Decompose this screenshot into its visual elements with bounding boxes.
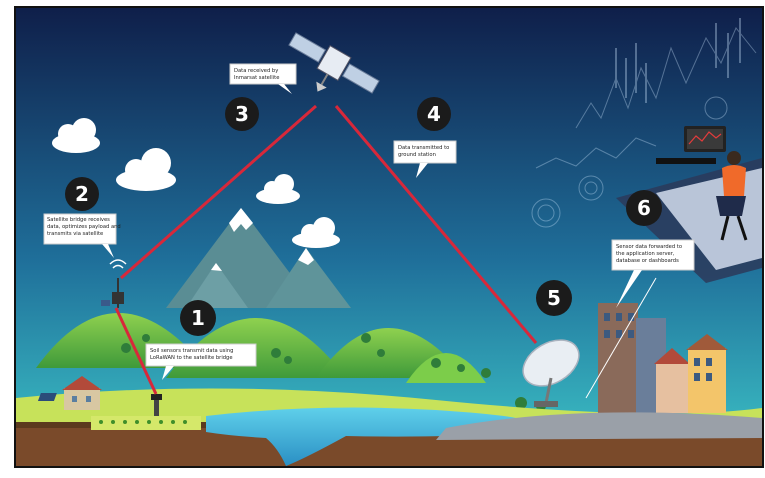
- svg-text:Satellite bridge receives: Satellite bridge receives: [47, 217, 110, 223]
- trees: [121, 333, 546, 411]
- svg-text:5: 5: [547, 286, 561, 310]
- svg-text:Data received by: Data received by: [234, 68, 278, 74]
- cloud-icon: [116, 148, 176, 191]
- svg-text:data, optimizes payload and: data, optimizes payload and: [47, 224, 121, 230]
- bridge-to-satellite-link: [120, 104, 317, 280]
- server-leader-line: [585, 277, 657, 399]
- svg-text:transmits via satellite: transmits via satellite: [47, 231, 103, 237]
- mountains: [166, 208, 351, 308]
- step-badge-3: 3: [225, 97, 259, 131]
- svg-text:Soil sensors transmit data usi: Soil sensors transmit data using: [150, 348, 233, 354]
- svg-text:Data transmitted to: Data transmitted to: [398, 145, 449, 151]
- ground-station-dish: [522, 339, 580, 407]
- svg-text:6: 6: [637, 196, 651, 220]
- svg-text:the application server,: the application server,: [616, 251, 675, 257]
- step-badge-5: 5: [536, 280, 572, 316]
- svg-text:2: 2: [75, 182, 89, 206]
- diagram-canvas: Satellite bridge receives data, optimize…: [16, 8, 762, 466]
- solar-panel: [37, 393, 57, 401]
- svg-text:ground station: ground station: [398, 152, 436, 158]
- svg-text:Inmarsat satellite: Inmarsat satellite: [234, 75, 279, 81]
- crop-field: [91, 416, 201, 430]
- iot-satellite-diagram: Satellite bridge receives data, optimize…: [14, 6, 764, 468]
- lake: [206, 407, 516, 466]
- callout-step-1: Soil sensors transmit data using LoRaWAN…: [145, 343, 257, 380]
- communication-links: [114, 104, 538, 395]
- cloud-icon: [52, 118, 100, 153]
- svg-text:database or dashboards: database or dashboards: [616, 258, 679, 264]
- svg-text:3: 3: [235, 102, 249, 126]
- cloud-icon: [256, 174, 300, 204]
- satellite: [288, 32, 380, 94]
- satellite-bridge-device: [101, 259, 127, 308]
- step-badge-4: 4: [417, 97, 451, 131]
- step-badge-1: 1: [180, 300, 216, 336]
- callout-step-4: Data transmitted to ground station: [393, 140, 457, 178]
- city-buildings: [598, 303, 728, 413]
- soil-sensor: [151, 394, 162, 416]
- svg-text:Sensor data forwarded to: Sensor data forwarded to: [616, 244, 682, 250]
- cloud-icon: [292, 217, 340, 248]
- satellite-to-ground-link: [334, 105, 538, 344]
- step-badge-2: 2: [65, 177, 99, 211]
- svg-text:LoRaWAN to the satellite bridg: LoRaWAN to the satellite bridge: [150, 355, 233, 361]
- svg-text:4: 4: [427, 102, 441, 126]
- road: [436, 412, 762, 440]
- callout-step-6: Sensor data forwarded to the application…: [611, 239, 695, 308]
- callout-step-2: Satellite bridge receives data, optimize…: [43, 213, 121, 258]
- sensor-to-bridge-link: [114, 307, 158, 395]
- analytics-dashboard-graphic: [531, 18, 757, 228]
- farmhouse: [62, 376, 102, 410]
- analyst-workstation: [616, 126, 762, 283]
- step-badge-6: 6: [626, 190, 662, 226]
- clouds: [52, 118, 340, 248]
- svg-text:1: 1: [191, 306, 205, 330]
- callout-step-3: Data received by Inmarsat satellite: [229, 63, 297, 94]
